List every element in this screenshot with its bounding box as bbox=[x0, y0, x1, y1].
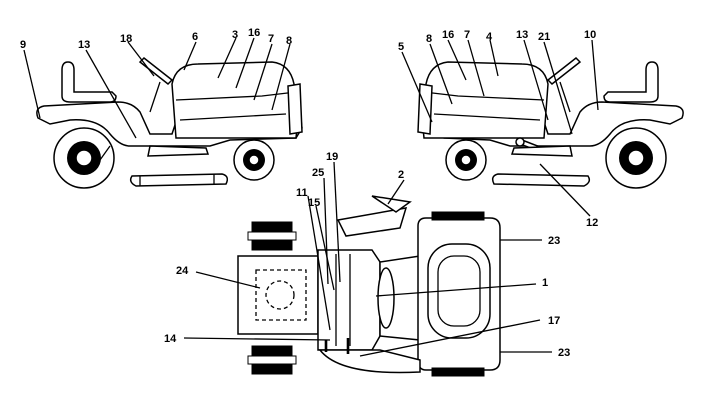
left-side-view-tractor bbox=[36, 56, 303, 189]
callout-right-5: 5 bbox=[398, 41, 404, 53]
callout-top-2: 2 bbox=[398, 169, 404, 181]
callout-left-18: 18 bbox=[120, 33, 132, 45]
callout-left-6: 6 bbox=[192, 31, 198, 43]
callout-left-7: 7 bbox=[268, 33, 274, 45]
callout-left-8: 8 bbox=[286, 35, 292, 47]
callout-top-23-lower: 23 bbox=[558, 347, 570, 359]
leader-lines bbox=[23, 37, 599, 357]
callout-left-3: 3 bbox=[232, 29, 238, 41]
callout-right-7: 7 bbox=[464, 29, 470, 41]
callout-top-23-upper: 23 bbox=[548, 235, 560, 247]
callout-right-12: 12 bbox=[586, 217, 598, 229]
top-view-tractor bbox=[237, 195, 501, 377]
callout-top-14: 14 bbox=[164, 333, 177, 345]
right-side-view-tractor bbox=[417, 56, 684, 189]
callout-right-13: 13 bbox=[516, 29, 528, 41]
callout-right-4: 4 bbox=[486, 31, 493, 43]
callout-right-21: 21 bbox=[538, 31, 550, 43]
callout-right-10: 10 bbox=[584, 29, 596, 41]
callout-right-16: 16 bbox=[442, 29, 454, 41]
callout-top-11: 11 bbox=[296, 187, 308, 199]
callout-right-8: 8 bbox=[426, 33, 432, 45]
callout-left-16: 16 bbox=[248, 27, 260, 39]
callout-left-9: 9 bbox=[20, 39, 26, 51]
callout-left-13: 13 bbox=[78, 39, 90, 51]
callout-top-17: 17 bbox=[548, 315, 560, 327]
callout-labels: 9 13 18 6 3 16 7 8 5 8 16 7 4 13 21 10 1… bbox=[20, 27, 598, 359]
callout-top-15: 15 bbox=[308, 197, 320, 209]
callout-top-25: 25 bbox=[312, 167, 324, 179]
callout-top-1: 1 bbox=[542, 277, 548, 289]
callout-top-24: 24 bbox=[176, 265, 189, 277]
callout-top-19: 19 bbox=[326, 151, 338, 163]
